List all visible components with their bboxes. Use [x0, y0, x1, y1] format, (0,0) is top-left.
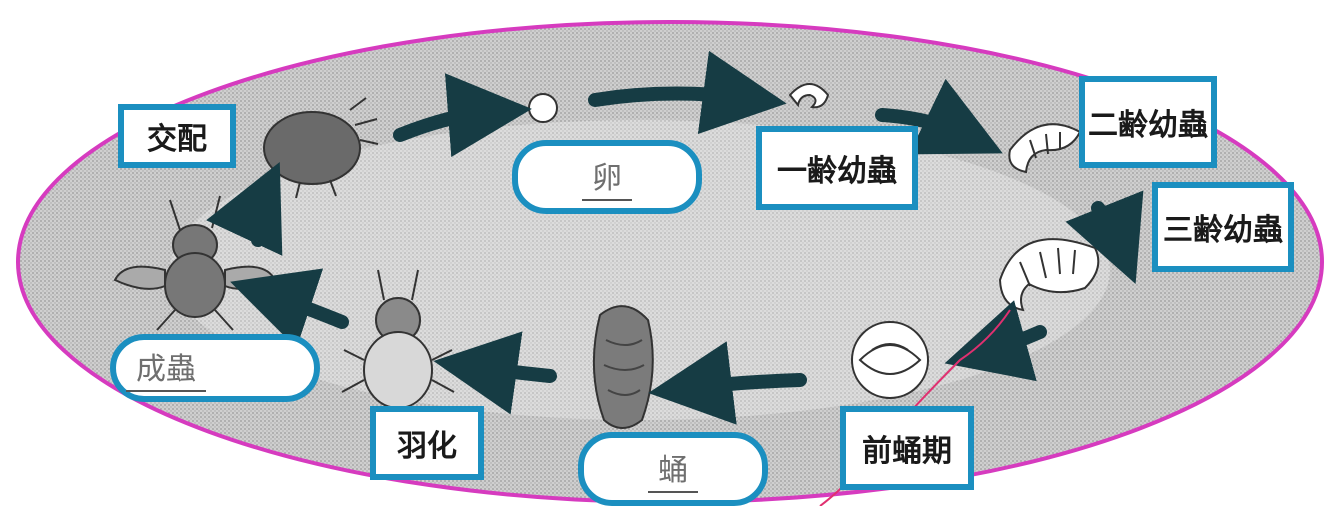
arrow-second-to-third-instar — [1065, 190, 1144, 284]
label-pupa: 蛹 — [578, 432, 768, 506]
label-adult-text: 成蟲 — [126, 344, 206, 392]
eclosion-beetle-icon — [341, 269, 455, 409]
label-mating: 交配 — [118, 104, 236, 168]
arrow-prepupa-to-pupa — [648, 341, 807, 425]
arrow-eclosion-to-adult — [230, 268, 349, 349]
label-prepupa: 前蛹期 — [840, 406, 974, 490]
label-third-instar-text: 三齢幼蟲 — [1163, 213, 1283, 248]
egg-icon — [528, 93, 558, 123]
second-instar-larva-icon — [1008, 123, 1082, 174]
label-first-instar: 一齢幼蟲 — [756, 126, 918, 210]
label-prepupa-text: 前蛹期 — [862, 434, 952, 469]
cycle-arrows — [206, 50, 1144, 425]
label-eclosion-text: 羽化 — [397, 429, 457, 464]
label-pupa-text: 蛹 — [648, 445, 698, 493]
arrow-egg-to-first-instar — [588, 50, 787, 135]
arrow-first-to-second-instar — [875, 78, 1003, 155]
prepupa-icon — [851, 321, 929, 399]
label-third-instar: 三齢幼蟲 — [1152, 182, 1294, 272]
label-second-instar-text: 二齢幼蟲 — [1088, 108, 1208, 143]
label-egg-text: 卵 — [582, 153, 632, 201]
arrow-adult-to-mating — [206, 161, 283, 256]
mating-beetles-icon — [261, 97, 379, 199]
arrow-mating-to-egg — [393, 73, 532, 158]
label-second-instar: 二齢幼蟲 — [1079, 76, 1217, 168]
pupa-icon — [592, 305, 654, 429]
label-adult: 成蟲 — [110, 334, 320, 402]
arrow-pupa-to-eclosion — [433, 331, 557, 415]
label-egg: 卵 — [512, 140, 702, 214]
label-eclosion: 羽化 — [370, 406, 484, 480]
label-mating-text: 交配 — [147, 122, 207, 157]
arrow-third-instar-to-prepupa — [944, 300, 1047, 382]
first-instar-larva-icon — [788, 83, 830, 109]
label-first-instar-text: 一齢幼蟲 — [777, 154, 897, 189]
